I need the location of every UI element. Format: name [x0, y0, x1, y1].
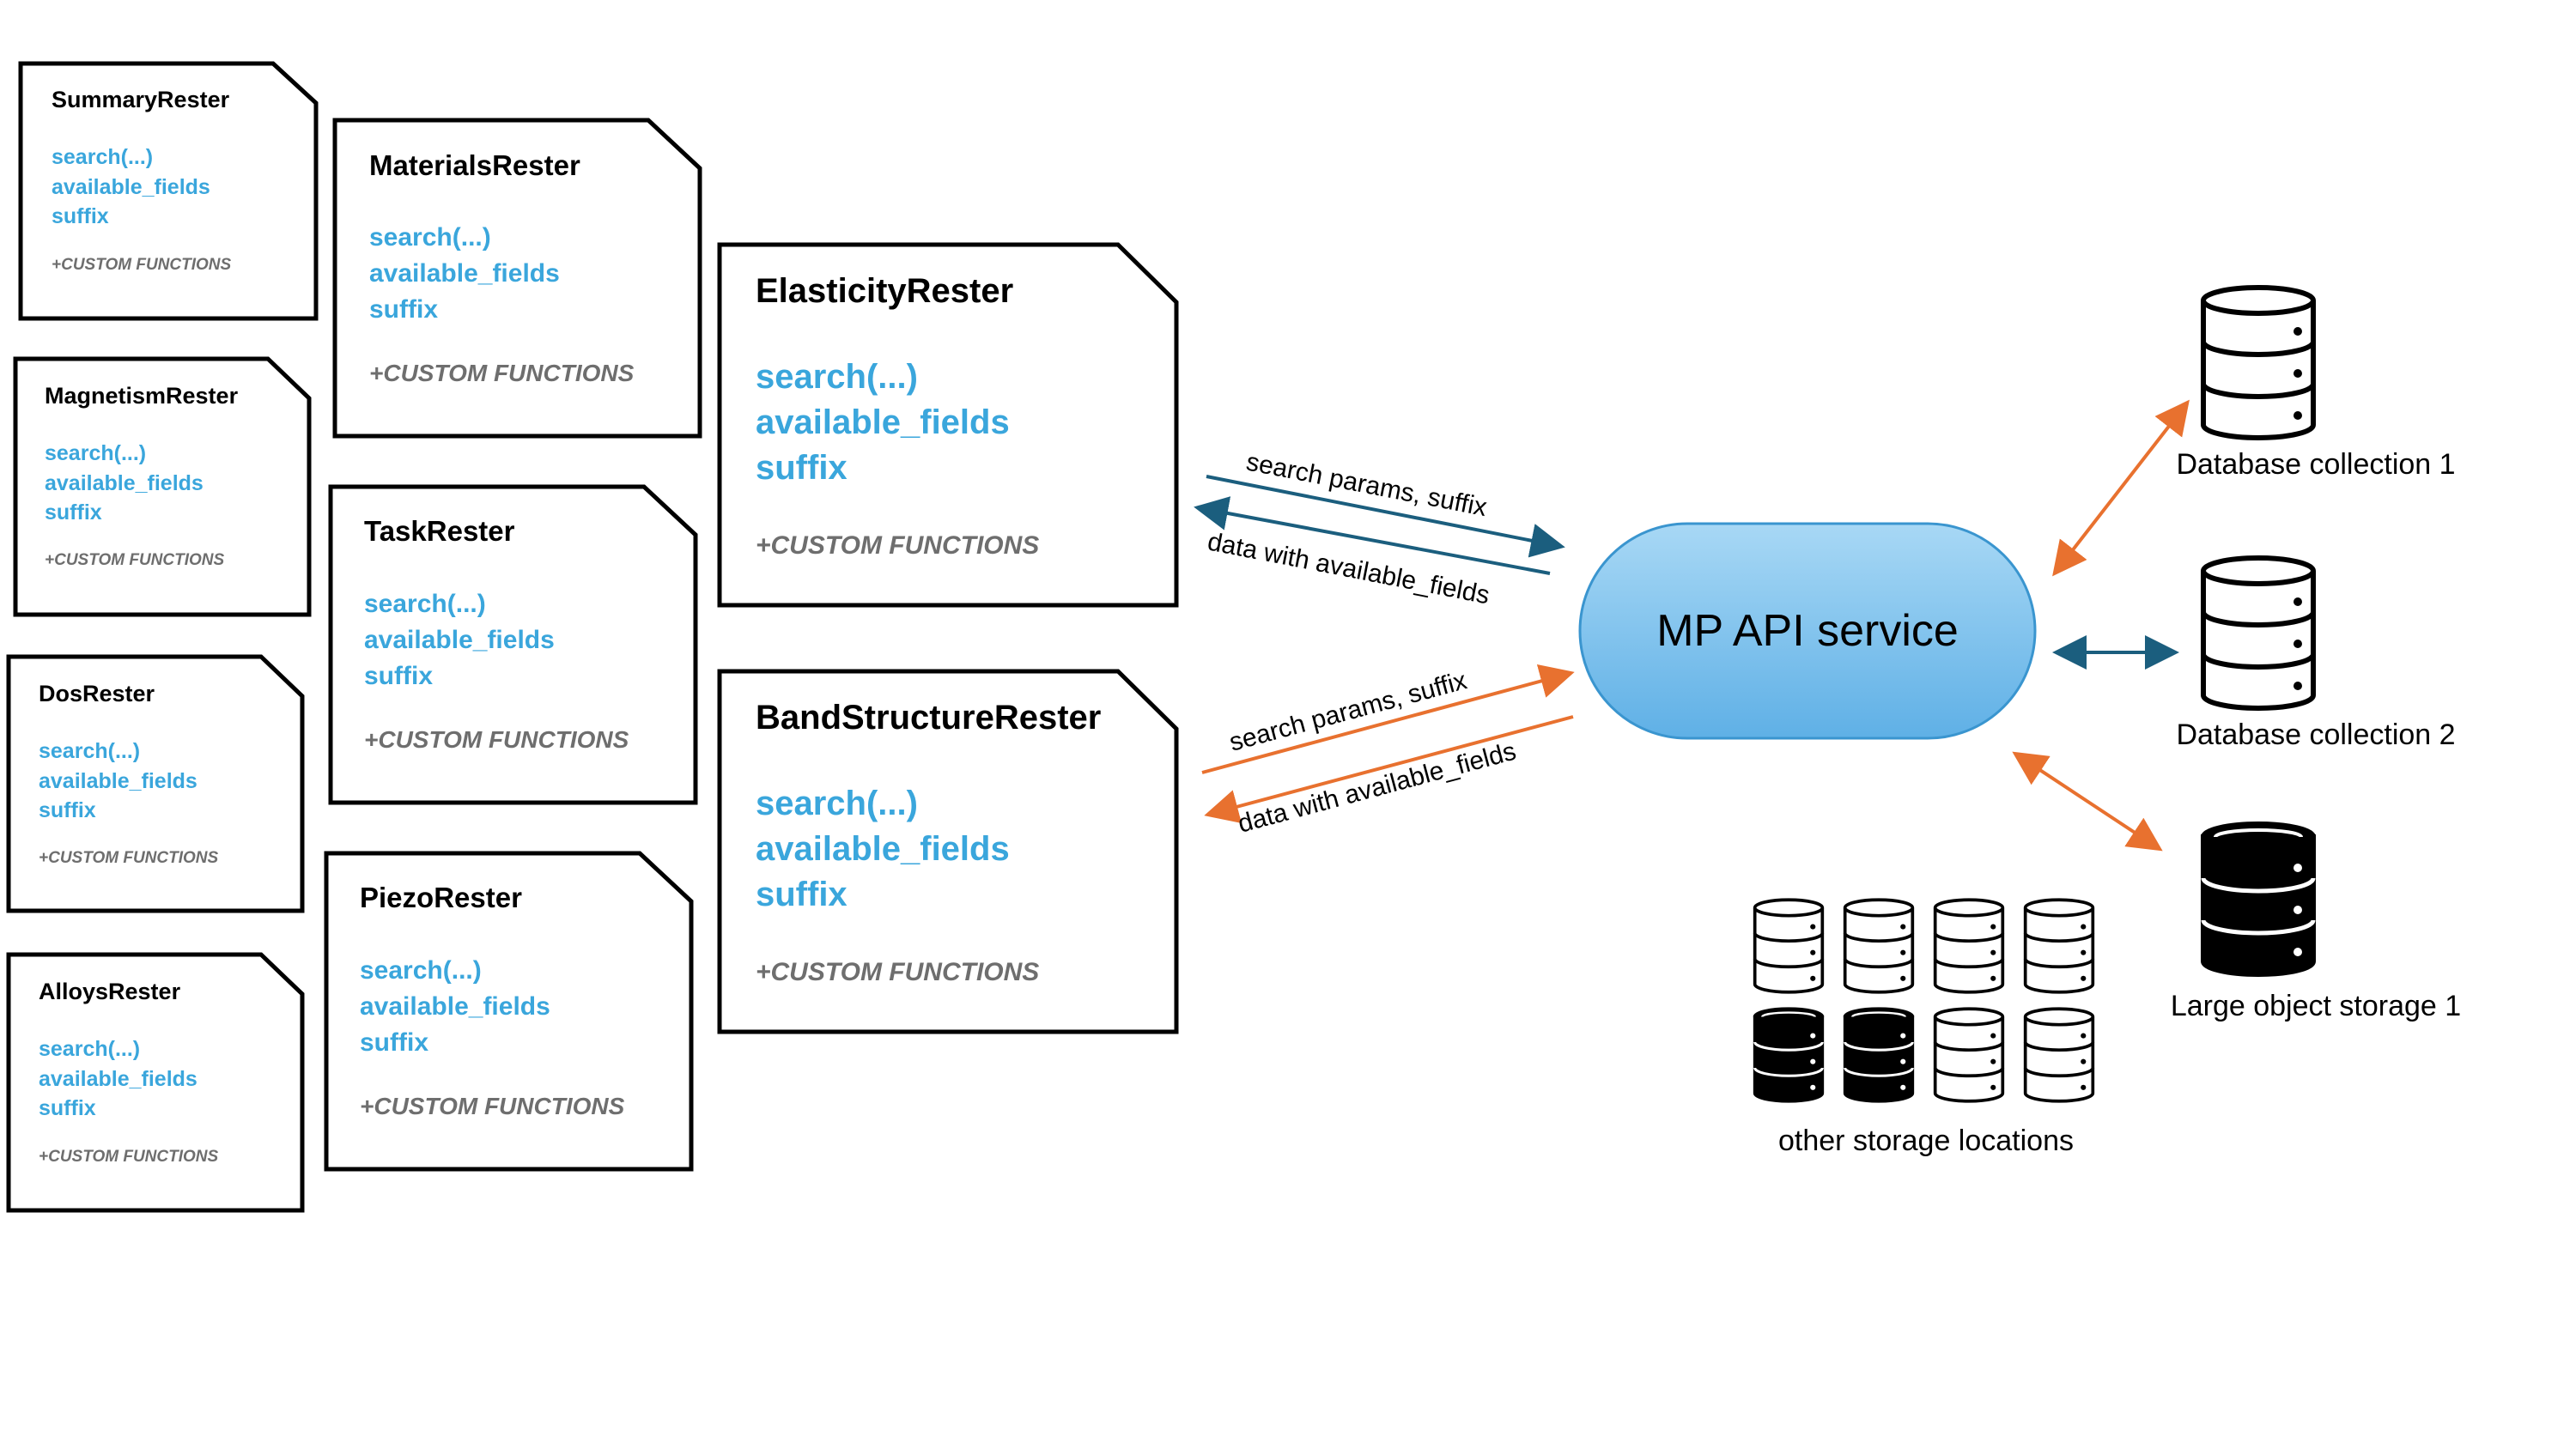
rester-method-suffix: suffix [756, 876, 848, 913]
rester-card-piezo: PiezoRester search(...) available_fields… [324, 851, 694, 1172]
database-icon [1933, 1007, 2005, 1103]
large-object-storage-1: Large object storage 1 [2171, 824, 2461, 1022]
database-solid-icon [2203, 824, 2313, 974]
rester-custom-functions: +CUSTOM FUNCTIONS [364, 726, 629, 753]
rester-title: PiezoRester [360, 882, 522, 913]
rester-title: ElasticityRester [756, 272, 1013, 310]
rester-method-search: search(...) [45, 441, 146, 465]
rester-card-alloys: AlloysRester search(...) available_field… [6, 952, 305, 1213]
rester-method-available-fields: available_fields [756, 830, 1010, 868]
rester-title: DosRester [39, 681, 155, 706]
database-icon [2023, 1007, 2095, 1103]
band-request-arrow [1201, 664, 1575, 774]
rester-card-summary: SummaryRester search(...) available_fiel… [18, 61, 319, 321]
rester-method-search: search(...) [52, 145, 153, 169]
rester-title: TaskRester [364, 515, 515, 547]
elasticity-response-arrow [1194, 496, 1551, 575]
rester-method-search: search(...) [39, 1037, 140, 1061]
rester-method-suffix: suffix [364, 662, 433, 690]
rester-method-suffix: suffix [756, 449, 848, 487]
rester-custom-functions: +CUSTOM FUNCTIONS [756, 958, 1039, 986]
elasticity-request-label: search params, suffix [1244, 447, 1490, 522]
database-icon [1933, 898, 2005, 994]
rester-method-available-fields: available_fields [39, 1067, 197, 1091]
rester-method-available-fields: available_fields [360, 992, 550, 1021]
database-solid-icon [1843, 1007, 1915, 1103]
rester-method-suffix: suffix [39, 1096, 96, 1120]
elasticity-response-label: data with available_fields [1206, 527, 1492, 609]
rester-card-dos: DosRester search(...) available_fields s… [6, 654, 305, 913]
mp-api-service: MP API service [1578, 522, 2037, 740]
rester-method-suffix: suffix [39, 798, 96, 822]
database-icon [1843, 898, 1915, 994]
rester-card-elasticity: ElasticityRester search(...) available_f… [717, 242, 1179, 608]
elasticity-request-arrow [1206, 475, 1565, 558]
database-icon [2203, 288, 2313, 438]
rester-method-search: search(...) [360, 956, 482, 985]
other-storage-locations: other storage locations [1753, 898, 2095, 1157]
other-storage-locations-label: other storage locations [1778, 1125, 2074, 1157]
service-label: MP API service [1656, 606, 1959, 656]
rester-method-suffix: suffix [52, 204, 109, 228]
rester-card-magnetism: MagnetismRester search(...) available_fi… [13, 356, 312, 617]
database-collection-1: Database collection 1 [2176, 288, 2456, 481]
database-collection-2-label: Database collection 2 [2176, 718, 2455, 751]
large-object-storage-1-label: Large object storage 1 [2171, 990, 2461, 1022]
rester-title: MagnetismRester [45, 383, 239, 409]
rester-method-suffix: suffix [369, 295, 438, 324]
rester-card-task: TaskRester search(...) available_fields … [328, 484, 698, 805]
rester-method-suffix: suffix [360, 1028, 428, 1057]
rester-method-available-fields: available_fields [52, 175, 210, 199]
rester-method-available-fields: available_fields [756, 403, 1010, 441]
rester-method-available-fields: available_fields [39, 769, 197, 793]
database-icon [2023, 898, 2095, 994]
rester-method-search: search(...) [39, 739, 140, 763]
rester-custom-functions: +CUSTOM FUNCTIONS [45, 551, 225, 569]
large-storage-arrow [2012, 751, 2163, 852]
rester-method-available-fields: available_fields [45, 471, 204, 495]
rester-method-suffix: suffix [45, 500, 102, 524]
rester-method-search: search(...) [369, 223, 491, 252]
rester-title: MaterialsRester [369, 149, 580, 181]
rester-method-available-fields: available_fields [369, 259, 560, 288]
rester-method-search: search(...) [756, 785, 918, 822]
rester-method-available-fields: available_fields [364, 626, 555, 654]
rester-custom-functions: +CUSTOM FUNCTIONS [756, 531, 1039, 560]
rester-card-bandstructure: BandStructureRester search(...) availabl… [717, 669, 1179, 1034]
rester-custom-functions: +CUSTOM FUNCTIONS [39, 849, 219, 867]
database-solid-icon [1753, 1007, 1825, 1103]
rester-custom-functions: +CUSTOM FUNCTIONS [52, 256, 232, 274]
database-collection-2: Database collection 2 [2176, 558, 2456, 751]
rester-title: BandStructureRester [756, 699, 1101, 737]
rester-custom-functions: +CUSTOM FUNCTIONS [369, 360, 635, 386]
rester-title: AlloysRester [39, 979, 181, 1004]
database-icon [2203, 558, 2313, 708]
database-collection-1-label: Database collection 1 [2176, 448, 2455, 481]
band-response-arrow [1204, 715, 1574, 824]
database-icon [1753, 898, 1825, 994]
rester-custom-functions: +CUSTOM FUNCTIONS [39, 1148, 219, 1166]
rester-custom-functions: +CUSTOM FUNCTIONS [360, 1093, 625, 1119]
rester-title: SummaryRester [52, 87, 230, 112]
rester-method-search: search(...) [756, 358, 918, 396]
rester-method-search: search(...) [364, 590, 486, 618]
rester-card-materials: MaterialsRester search(...) available_fi… [332, 118, 702, 439]
db1-arrow [2052, 399, 2190, 577]
